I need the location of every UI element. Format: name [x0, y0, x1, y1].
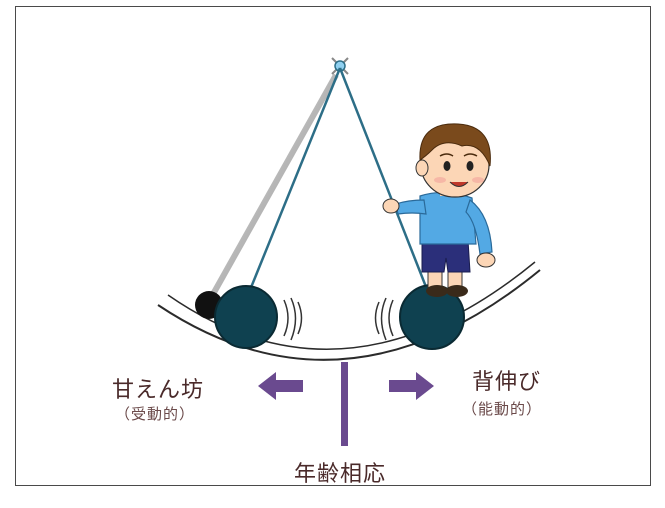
label-active: （能動的）	[462, 400, 543, 418]
center-divider	[341, 362, 348, 446]
arrow-left-icon	[258, 372, 303, 400]
right-pendulum-string	[338, 67, 430, 293]
left-pendulum-ball	[214, 285, 278, 349]
label-senobi: 背伸び	[472, 370, 542, 395]
left-pendulum-string	[248, 67, 342, 291]
right-vibration-marks	[374, 297, 394, 341]
left-vibration-marks	[283, 297, 303, 341]
arrow-right-icon	[389, 372, 434, 400]
pivot-icon	[331, 57, 349, 75]
label-amaenbo: 甘えん坊	[112, 378, 205, 403]
boy-illustration	[382, 123, 496, 297]
ground-arc-outer	[157, 269, 541, 361]
ghost-string	[209, 73, 339, 298]
label-age-appropriate: 年齢相応	[294, 462, 387, 487]
label-passive: （受動的）	[115, 405, 196, 423]
